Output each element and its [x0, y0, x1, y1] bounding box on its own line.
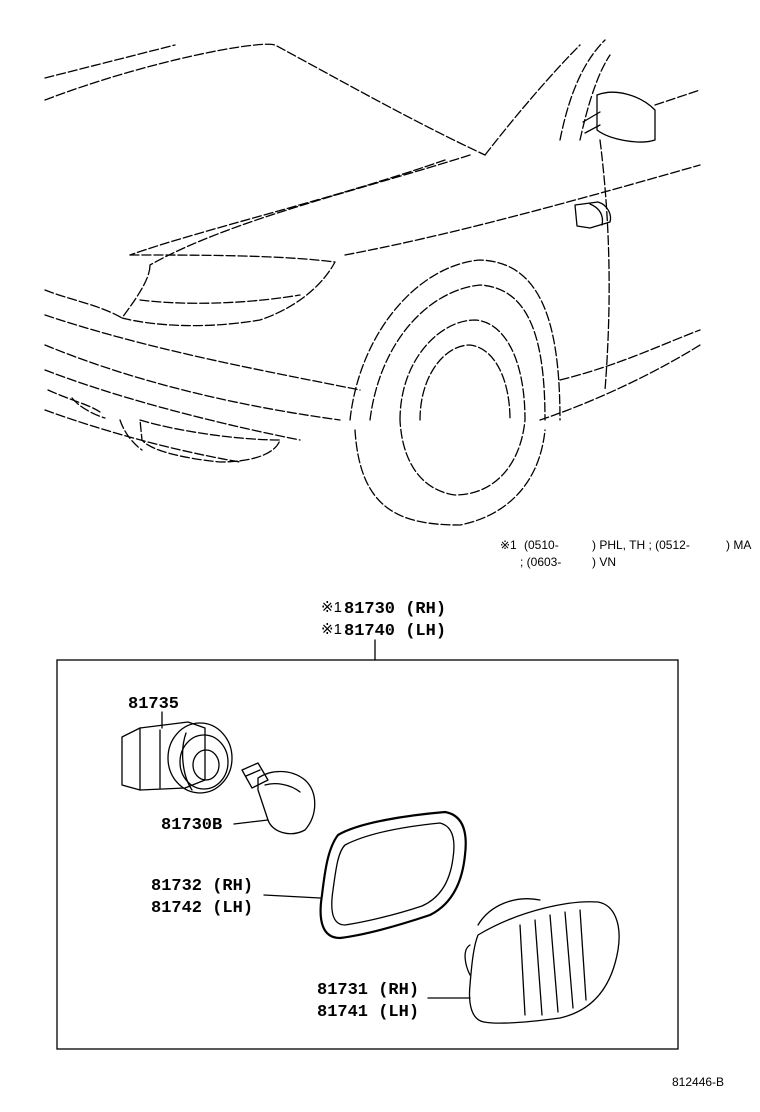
lens-part: 81731 (RH) 81741 (LH) — [317, 898, 620, 1024]
note-range-1: (0510- — [524, 538, 559, 552]
note-mark: ※1 — [500, 538, 517, 552]
note-markets-3: ) VN — [592, 555, 616, 569]
assembly-part-lh: 81740 (LH) — [344, 622, 446, 641]
socket-part: 81735 — [121, 695, 233, 794]
note-markets-2: ) MA — [726, 538, 751, 552]
assembly-part-rh: 81730 (RH) — [344, 600, 446, 619]
assembly-label: ※1 81730 (RH) ※1 81740 (LH) — [321, 599, 446, 661]
socket-part-number: 81735 — [128, 695, 179, 714]
lens-part-number-lh: 81741 (LH) — [317, 1003, 419, 1022]
note-markets-1: ) PHL, TH ; (0512- — [592, 538, 690, 552]
car-front-illustration — [44, 39, 701, 526]
diagram-code: 812446-B — [672, 1075, 724, 1089]
bulb-part-number: 81730B — [161, 816, 222, 835]
gasket-part: 81732 (RH) 81742 (LH) — [151, 810, 467, 940]
lens-part-number-rh: 81731 (RH) — [317, 981, 419, 1000]
note-range-2: ; (0603- — [520, 555, 561, 569]
side-marker-location — [574, 201, 612, 229]
assembly-mark-rh: ※1 — [321, 599, 342, 616]
gasket-part-number-lh: 81742 (LH) — [151, 899, 253, 918]
assembly-frame — [56, 659, 679, 1050]
bulb-part: 81730B — [161, 762, 316, 835]
gasket-part-number-rh: 81732 (RH) — [151, 877, 253, 896]
assembly-mark-lh: ※1 — [321, 621, 342, 638]
applicability-note: ※1 (0510- ) PHL, TH ; (0512- ) MA ; (060… — [500, 538, 751, 569]
